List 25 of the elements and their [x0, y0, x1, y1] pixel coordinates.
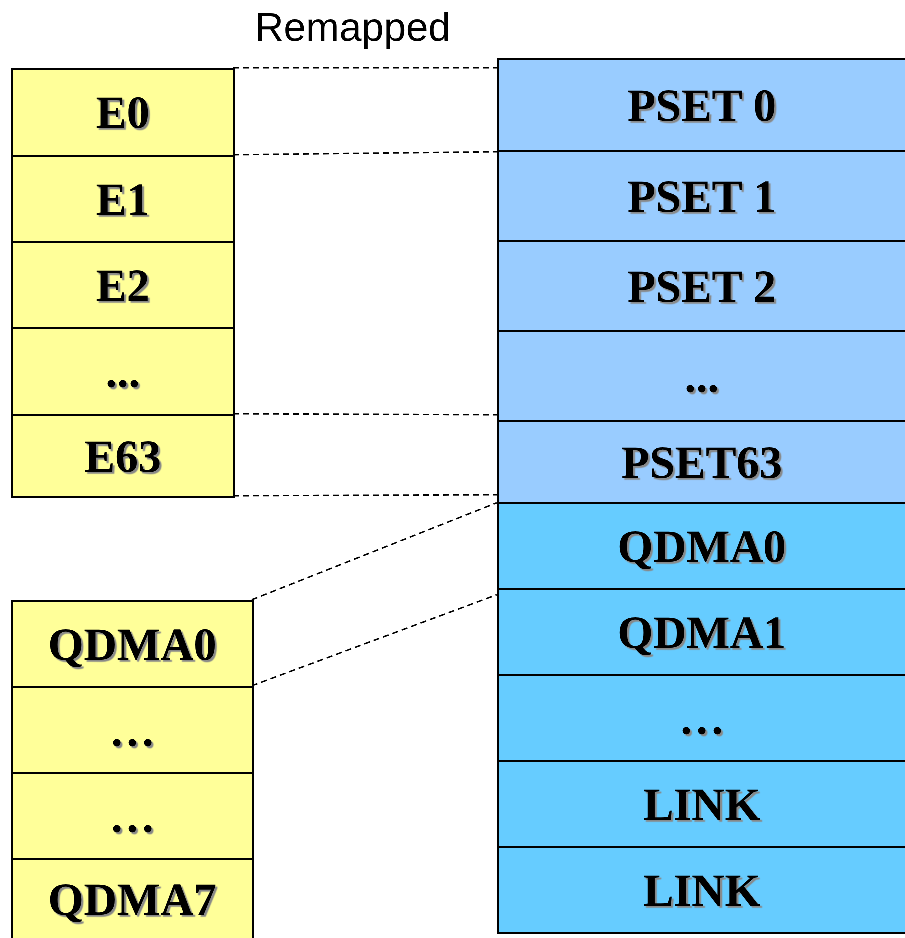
table-cell: QDMA0	[497, 502, 905, 590]
table-cell: PSET 0	[497, 58, 905, 152]
remapped-label: Remapped	[255, 5, 451, 52]
table-cell: E1	[11, 155, 235, 243]
table-cell: PSET63	[497, 420, 905, 504]
table-cell: LINK	[497, 760, 905, 848]
table-cell: PSET 1	[497, 150, 905, 242]
table-cell: PSET 2	[497, 240, 905, 332]
dashed-mapping-line	[233, 413, 497, 416]
table-cell: QDMA7	[11, 858, 254, 938]
table-cell: E0	[11, 68, 235, 157]
dashed-mapping-line	[252, 502, 498, 601]
table-cell: LINK	[497, 846, 905, 934]
dashed-mapping-line	[233, 494, 497, 497]
table-cell: ...	[11, 327, 235, 416]
table-cell: …	[11, 772, 254, 860]
table-cell: QDMA1	[497, 588, 905, 676]
table-cell: E2	[11, 241, 235, 329]
table-cell: E63	[11, 414, 235, 498]
table-cell: …	[497, 674, 905, 762]
dashed-mapping-line	[233, 67, 497, 69]
table-cell: ...	[497, 330, 905, 422]
table-cell: …	[11, 686, 254, 774]
dashed-mapping-line	[233, 151, 497, 156]
table-cell: QDMA0	[11, 600, 254, 688]
